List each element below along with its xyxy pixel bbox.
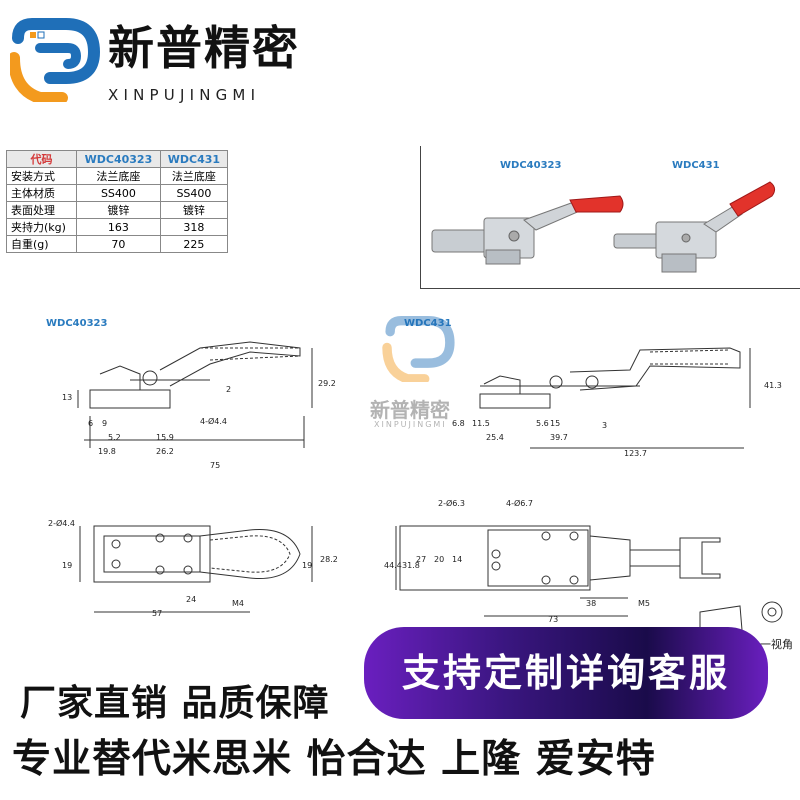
spec-row: 安装方式 法兰底座 法兰底座 bbox=[6, 167, 229, 185]
spec-cell: 主体材质 bbox=[6, 184, 77, 202]
dim-label: 20 bbox=[434, 555, 444, 564]
dim-label: 11.5 bbox=[472, 419, 490, 428]
brand-logo bbox=[10, 18, 101, 102]
dim-label: 25.4 bbox=[486, 433, 504, 442]
dim-label: 4-Ø6.7 bbox=[506, 498, 533, 508]
spec-cell: 225 bbox=[159, 235, 229, 253]
dim-label: 73 bbox=[548, 615, 558, 624]
dim-label: 19 bbox=[62, 561, 72, 570]
dim-label: 3 bbox=[602, 421, 607, 430]
watermark-text-cn: 新普精密 bbox=[370, 398, 450, 422]
dim-label: 15.9 bbox=[156, 433, 174, 442]
product-photo-panel bbox=[420, 146, 800, 289]
spec-cell: 法兰底座 bbox=[76, 167, 161, 185]
custom-service-text: 支持定制详询客服 bbox=[401, 651, 730, 695]
spec-row: 主体材质 SS400 SS400 bbox=[6, 184, 229, 202]
dim-label: 41.3 bbox=[764, 381, 782, 390]
spec-cell: 法兰底座 bbox=[159, 167, 229, 185]
dim-label: 14 bbox=[452, 555, 462, 564]
dim-label: 44.4 bbox=[384, 561, 402, 570]
technical-drawing-right bbox=[395, 347, 783, 630]
spec-cell: SS400 bbox=[159, 184, 229, 202]
dim-label: 27 bbox=[416, 555, 426, 564]
spec-row: 夹持力(kg) 163 318 bbox=[6, 218, 229, 236]
watermark-text-en: XINPUJINGMI bbox=[374, 420, 447, 429]
spec-cell: 安装方式 bbox=[6, 167, 77, 185]
dim-label: 2-Ø4.4 bbox=[48, 518, 75, 528]
photo-label-right: WDC431 bbox=[672, 160, 720, 171]
spec-cell: 表面处理 bbox=[6, 201, 77, 219]
slogan-line-1: 厂家直销 品质保障 bbox=[20, 683, 330, 724]
dim-label: 123.7 bbox=[624, 449, 647, 458]
dim-label: 38 bbox=[586, 599, 596, 608]
dim-label: 19 bbox=[302, 561, 312, 570]
dim-label: 29.2 bbox=[318, 379, 336, 388]
dim-label: 28.2 bbox=[320, 555, 338, 564]
spec-cell: 夹持力(kg) bbox=[6, 218, 77, 236]
dim-label: M5 bbox=[638, 599, 650, 608]
dim-label: 6 bbox=[88, 419, 93, 428]
slogan-line-2: 专业替代米思米 怡合达 上隆 爱安特 bbox=[12, 737, 656, 782]
dim-label: 13 bbox=[62, 393, 72, 402]
clamp-photo-right bbox=[613, 181, 776, 273]
dim-label: 2-Ø6.3 bbox=[438, 498, 465, 508]
dim-label: 19.8 bbox=[98, 447, 116, 456]
technical-drawing-left bbox=[77, 341, 313, 613]
spec-cell: 318 bbox=[159, 218, 229, 236]
dim-label: M4 bbox=[232, 599, 244, 608]
spec-table: 代码 WDC40323 WDC431 安装方式 法兰底座 法兰底座 主体材质 S… bbox=[6, 150, 229, 253]
spec-cell: 163 bbox=[76, 218, 161, 236]
brand-name-en: XINPUJINGMI bbox=[108, 86, 261, 104]
spec-header: WDC431 bbox=[159, 150, 229, 168]
clamp-photo-left bbox=[431, 195, 624, 265]
spec-row: 自重(g) 70 225 bbox=[6, 235, 229, 253]
dim-label: 31.8 bbox=[402, 561, 420, 570]
clamp-photos bbox=[431, 181, 776, 273]
view-angle-label: 一视角 bbox=[760, 638, 793, 651]
drawing-right-dimensions: 6.8 11.5 25.4 5.6 15 39.7 3 123.7 41.3 2… bbox=[384, 381, 782, 624]
spec-cell: 镀锌 bbox=[159, 201, 229, 219]
dim-label: 6.8 bbox=[452, 419, 465, 428]
spec-cell: SS400 bbox=[76, 184, 161, 202]
drawing-label-right: WDC431 bbox=[404, 318, 452, 329]
dim-label: 4-Ø4.4 bbox=[200, 416, 227, 426]
dim-label: 2 bbox=[226, 385, 231, 394]
brand-name-cn: 新普精密 bbox=[108, 21, 300, 75]
dim-label: 15 bbox=[550, 419, 560, 428]
spec-header-row: 代码 WDC40323 WDC431 bbox=[6, 150, 229, 168]
custom-service-banner bbox=[364, 627, 768, 719]
photo-label-left: WDC40323 bbox=[500, 160, 562, 171]
spec-cell: 镀锌 bbox=[76, 201, 161, 219]
dim-label: 24 bbox=[186, 595, 196, 604]
spec-header: WDC40323 bbox=[76, 150, 161, 168]
drawing-left-dimensions: 13 6 9 5.2 15.9 19.8 26.2 75 2 4-Ø4.4 29… bbox=[48, 379, 338, 618]
spec-header: 代码 bbox=[6, 150, 77, 168]
spec-cell: 自重(g) bbox=[6, 235, 77, 253]
dim-label: 57 bbox=[152, 609, 162, 618]
dim-label: 75 bbox=[210, 461, 220, 470]
dim-label: 39.7 bbox=[550, 433, 568, 442]
dim-label: 9 bbox=[102, 419, 107, 428]
dim-label: 5.2 bbox=[108, 433, 121, 442]
spec-row: 表面处理 镀锌 镀锌 bbox=[6, 201, 229, 219]
dim-label: 26.2 bbox=[156, 447, 174, 456]
drawing-label-left: WDC40323 bbox=[46, 318, 108, 329]
dim-label: 5.6 bbox=[536, 419, 549, 428]
spec-cell: 70 bbox=[76, 235, 161, 253]
watermark-logo bbox=[382, 316, 455, 382]
